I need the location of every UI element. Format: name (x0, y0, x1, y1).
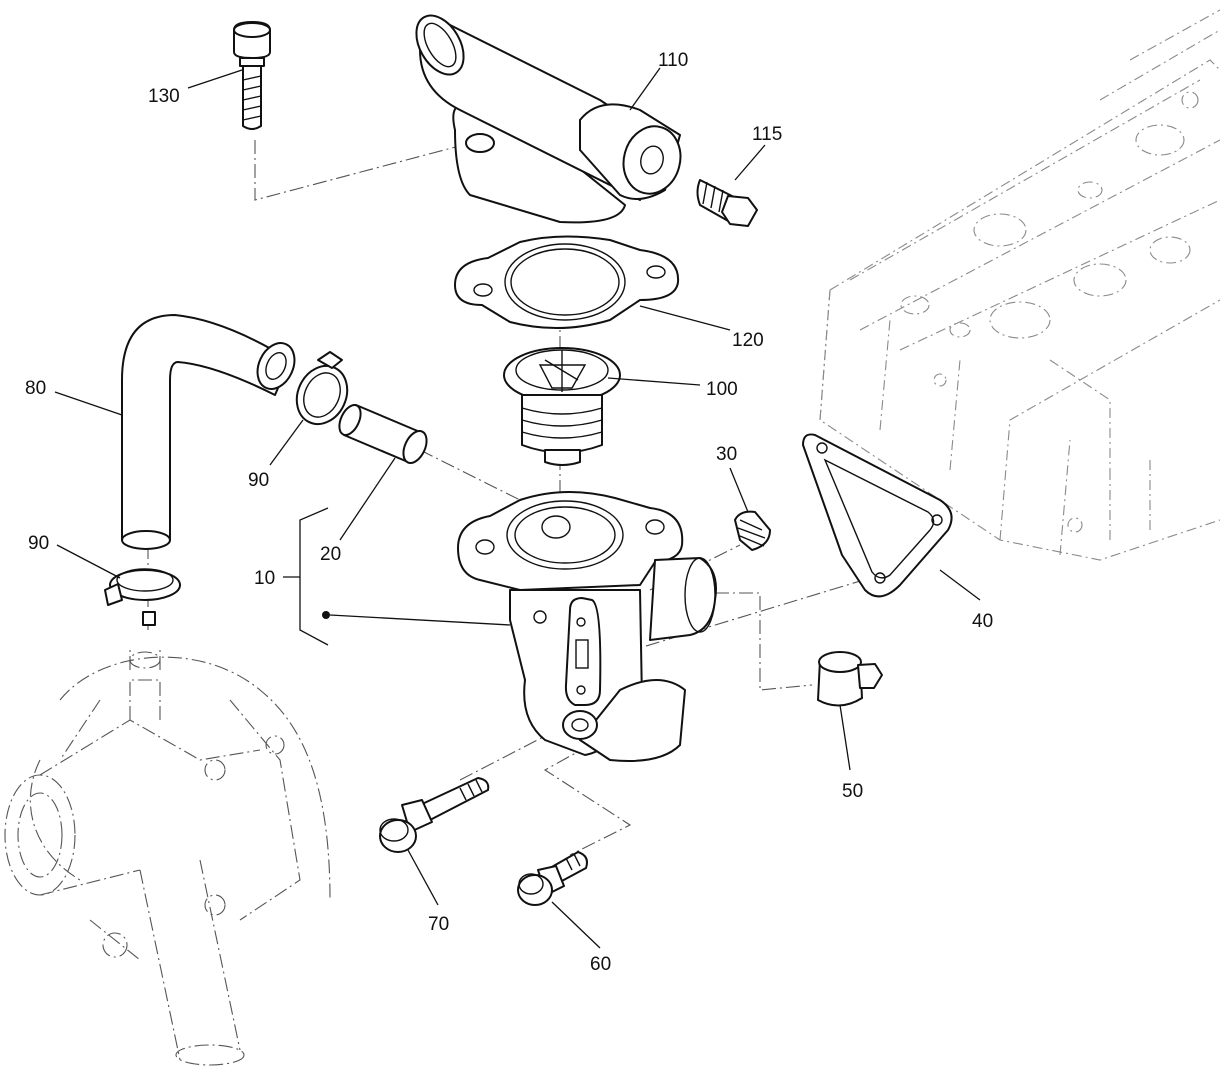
callout-60: 60 (590, 954, 611, 975)
callout-90-lower: 90 (28, 533, 49, 554)
plug-50 (817, 651, 883, 707)
plug-30 (734, 510, 771, 551)
hose-80 (121, 314, 296, 550)
water-outlet-110 (415, 14, 682, 224)
gasket-40 (802, 433, 953, 598)
callout-80: 80 (25, 378, 46, 399)
leader-lines (54, 67, 981, 949)
callout-labels: 130 110 115 120 100 80 90 20 30 90 10 40… (25, 50, 993, 975)
cylinder-head-phantom (819, 9, 1220, 561)
water-pump-phantom (4, 650, 331, 1066)
callout-40: 40 (972, 611, 993, 632)
callout-120: 120 (732, 330, 764, 351)
bolt-130 (233, 21, 271, 130)
callout-10: 10 (254, 568, 275, 589)
callout-50: 50 (842, 781, 863, 802)
callout-130: 130 (148, 86, 180, 107)
gasket-120 (454, 235, 680, 330)
callout-30: 30 (716, 444, 737, 465)
callout-20: 20 (320, 544, 341, 565)
callout-90-upper: 90 (248, 470, 269, 491)
thermostat-housing-10 (322, 491, 717, 762)
thermostat-100 (503, 347, 621, 466)
bolt-60 (517, 851, 588, 906)
clamp-90-upper (295, 351, 349, 426)
bolt-70 (379, 777, 490, 853)
plug-115 (696, 179, 758, 227)
callout-115: 115 (752, 124, 782, 145)
callout-110: 110 (658, 50, 688, 71)
clamp-90-lower (104, 568, 181, 626)
callout-100: 100 (706, 379, 738, 400)
pipe-20 (338, 404, 428, 464)
callout-70: 70 (428, 914, 449, 935)
